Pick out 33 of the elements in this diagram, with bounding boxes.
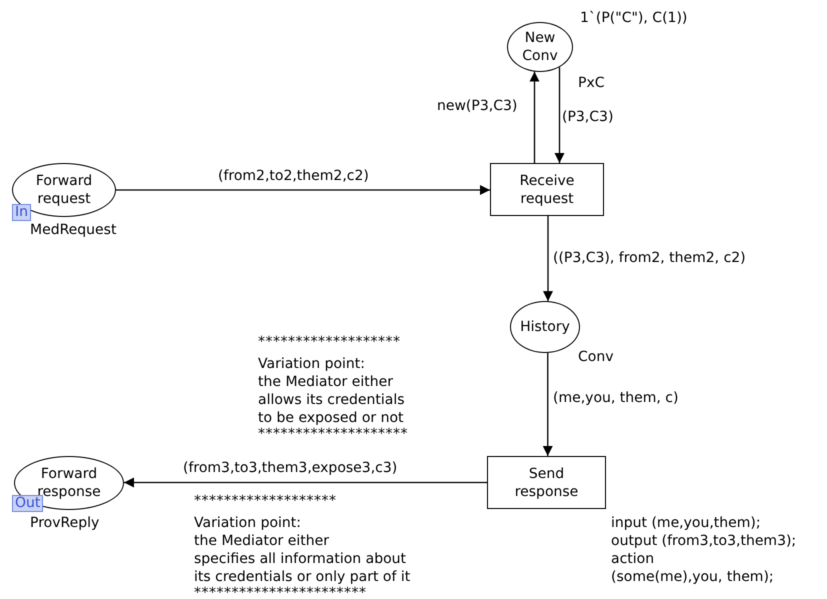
inscription: 1`(P("C"), C(1)) bbox=[580, 9, 688, 27]
asterisk-line: *********************** bbox=[194, 584, 366, 599]
inscription: input (me,you,them); output (from3,to3,them3); action (some(me),you, them); bbox=[611, 514, 796, 586]
asterisk-line: ******************** bbox=[258, 425, 408, 443]
inscription: MedRequest bbox=[30, 221, 116, 239]
note-text: Variation point: the Mediator either allows its credentials to be exposed or not bbox=[258, 355, 405, 427]
node-label: New Conv bbox=[522, 29, 558, 65]
arc-inscription: (P3,C3) bbox=[561, 108, 614, 126]
transition-box bbox=[490, 163, 604, 216]
note-text: Variation point: the Mediator either specifies all information about its credentials or only part of it bbox=[194, 514, 410, 586]
inscription: PxC bbox=[578, 74, 605, 92]
arc-inscription: ((P3,C3), from2, them2, c2) bbox=[552, 249, 747, 267]
node-label: History bbox=[520, 318, 570, 336]
node-label: Forward request bbox=[36, 172, 92, 208]
inscription: Conv bbox=[578, 348, 614, 366]
node-label: Send response bbox=[514, 464, 578, 500]
arc-inscription: new(P3,C3) bbox=[436, 97, 518, 115]
transition-box bbox=[487, 456, 606, 509]
arc-inscription: (from3,to3,them3,expose3,c3) bbox=[182, 459, 398, 477]
arrow bbox=[542, 352, 553, 456]
port-tag: Out bbox=[12, 495, 44, 512]
node-label: Receive request bbox=[520, 172, 574, 208]
arc-inscription: (me,you, them, c) bbox=[552, 389, 680, 407]
arrow bbox=[124, 478, 487, 488]
asterisk-line: ******************* bbox=[258, 333, 400, 351]
asterisk-line: ******************* bbox=[194, 492, 336, 510]
inscription: ProvReply bbox=[30, 514, 100, 532]
port-tag: In bbox=[12, 204, 32, 221]
arrow bbox=[554, 67, 564, 163]
arrow bbox=[116, 185, 490, 195]
arrow bbox=[543, 216, 553, 302]
arrow bbox=[530, 72, 540, 163]
arc-inscription: (from2,to2,them2,c2) bbox=[217, 167, 370, 185]
